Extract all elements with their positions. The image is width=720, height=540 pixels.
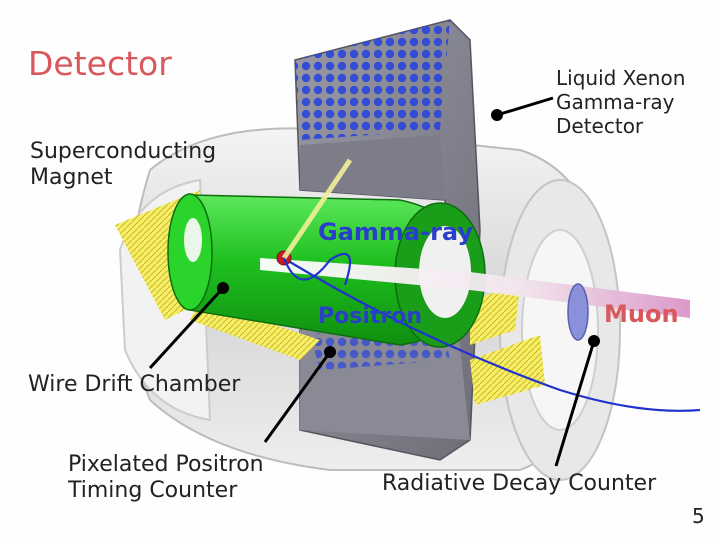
label-line: Gamma-ray — [556, 90, 675, 114]
label-gamma-ray: Gamma-ray — [318, 218, 474, 246]
page-number: 5 — [692, 504, 705, 528]
label-wire-drift-chamber: Wire Drift Chamber — [28, 372, 241, 397]
label-line: Magnet — [30, 165, 113, 191]
label-line: Timing Counter — [68, 478, 238, 504]
label-line: Superconducting — [30, 139, 217, 164]
label-line: Liquid Xenon — [556, 66, 686, 90]
label-positron: Positron — [318, 304, 423, 329]
label-line: Detector — [556, 114, 644, 138]
label-superconducting-magnet: Superconducting Magnet — [30, 139, 216, 192]
label-muon: Muon — [604, 300, 679, 328]
slide-title: Detector — [28, 44, 172, 83]
label-pixelated-timing-counter: Pixelated Positron Timing Counter — [68, 452, 264, 505]
particle-tracks — [260, 158, 701, 412]
label-line: Pixelated Positron — [68, 452, 264, 477]
pointer-lines — [148, 96, 600, 467]
label-liquid-xenon: Liquid Xenon Gamma-ray Detector — [556, 66, 685, 138]
label-radiative-decay-counter: Radiative Decay Counter — [382, 471, 657, 496]
